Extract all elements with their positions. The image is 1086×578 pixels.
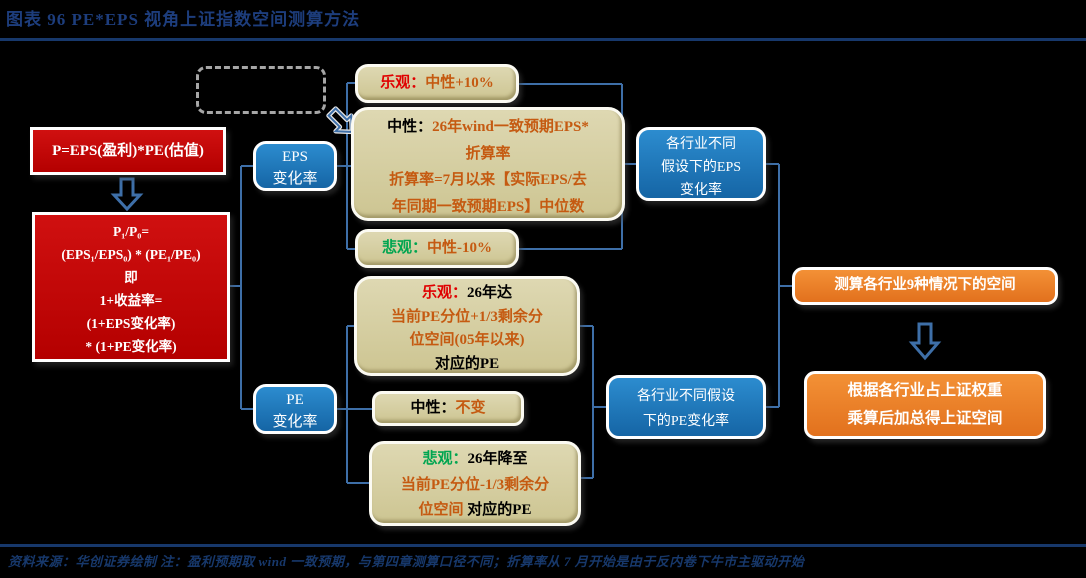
pe-change-node: PE 变化率: [253, 384, 337, 434]
dashed-placeholder-box: [196, 66, 326, 114]
pe-neutral-text: 不变: [455, 400, 486, 416]
eps-neutral-text2: 折算率: [465, 145, 511, 162]
pe-pessimistic-label: 悲观：: [422, 451, 468, 467]
pe-optimistic-text2: 位空间(05年以来): [409, 332, 525, 348]
eps-neutral-text1: 26年wind一致预期EPS*: [432, 119, 589, 135]
eps-optimistic-label: 乐观：: [380, 75, 426, 91]
formula-return-line: (EPS₁/EPS₀) * (PE₁/PE₀): [61, 247, 201, 262]
pe-industry-line: 下的PE变化率: [642, 414, 730, 429]
eps-pessimistic-label: 悲观：: [381, 240, 427, 256]
eps-optimistic-box: 乐观：中性+10%: [355, 64, 519, 103]
source-note: 资料来源：华创证券绘制 注：盈利预期取 wind 一致预期，与第四章测算口径不同…: [8, 554, 805, 569]
formula-box-price: P=EPS(盈利)*PE(估值): [30, 127, 226, 175]
eps-neutral-label: 中性：: [387, 119, 433, 135]
formula-return-line: (1+EPS变化率): [86, 316, 176, 331]
formula-price-text: P=EPS(盈利)*PE(估值): [52, 143, 204, 159]
formula-box-return: P₁/P₀= (EPS₁/EPS₀) * (PE₁/PE₀) 即 1+收益率= …: [32, 212, 230, 362]
eps-optimistic-text: 中性+10%: [425, 75, 494, 91]
pe-optimistic-text1: 当前PE分位+1/3剩余分: [391, 308, 543, 325]
down-arrow-icon-2: [908, 322, 942, 361]
formula-return-line: 1+收益率=: [99, 293, 163, 308]
eps-neutral-box: 中性：26年wind一致预期EPS* 折算率 折算率=7月以来【实际EPS/去 …: [351, 107, 625, 221]
eps-pessimistic-text: 中性-10%: [427, 240, 492, 256]
eps-industry-line: 各行业不同: [666, 137, 736, 152]
pe-optimistic-box: 乐观：26年达 当前PE分位+1/3剩余分 位空间(05年以来) 对应的PE: [354, 276, 580, 376]
result-step2-line: 根据各行业占上证权重: [847, 382, 1003, 399]
figure-title: 图表 96 PE*EPS 视角上证指数空间测算方法: [6, 10, 361, 29]
eps-change-node: EPS 变化率: [253, 141, 337, 191]
pe-optimistic-text3: 对应的PE: [434, 355, 500, 372]
pe-industry-box: 各行业不同假设 下的PE变化率: [606, 375, 766, 439]
result-step1-box: 测算各行业9种情况下的空间: [792, 267, 1058, 305]
footer-rule: [0, 544, 1086, 547]
formula-return-line: 即: [124, 270, 138, 285]
title-rule: [0, 38, 1086, 41]
formula-return-line: P₁/P₀=: [112, 224, 150, 239]
pe-optimistic-head: 26年达: [467, 285, 513, 301]
pe-neutral-box: 中性：不变: [372, 391, 524, 426]
eps-neutral-text3: 折算率=7月以来【实际EPS/去: [389, 172, 587, 188]
pe-node-line: PE: [286, 392, 304, 408]
result-step2-line: 乘算后加总得上证空间: [847, 410, 1003, 427]
pe-pessimistic-head: 26年降至: [467, 451, 528, 467]
pe-neutral-label: 中性：: [410, 400, 456, 416]
eps-node-line: 变化率: [272, 171, 318, 187]
eps-neutral-text4: 年同期一致预期EPS】中位数: [391, 198, 585, 215]
pe-node-line: 变化率: [272, 414, 318, 430]
eps-pessimistic-box: 悲观：中性-10%: [355, 229, 519, 268]
eps-industry-line: 变化率: [680, 183, 722, 198]
eps-industry-box: 各行业不同 假设下的EPS 变化率: [636, 127, 766, 201]
pe-pessimistic-text1: 当前PE分位-1/3剩余分: [400, 476, 550, 493]
pe-pessimistic-text3: 对应的PE: [467, 502, 532, 518]
eps-node-line: EPS: [282, 149, 308, 165]
pe-pessimistic-text2: 位空间: [418, 502, 464, 518]
down-arrow-icon: [110, 177, 144, 212]
eps-industry-line: 假设下的EPS: [660, 160, 742, 175]
pe-industry-line: 各行业不同假设: [637, 389, 735, 404]
result-step2-box: 根据各行业占上证权重 乘算后加总得上证空间: [804, 371, 1046, 439]
pe-pessimistic-box: 悲观：26年降至 当前PE分位-1/3剩余分 位空间 对应的PE: [369, 441, 581, 526]
pe-optimistic-label: 乐观：: [421, 285, 467, 301]
result-step1-text: 测算各行业9种情况下的空间: [834, 277, 1016, 293]
formula-return-line: * (1+PE变化率): [85, 339, 177, 354]
